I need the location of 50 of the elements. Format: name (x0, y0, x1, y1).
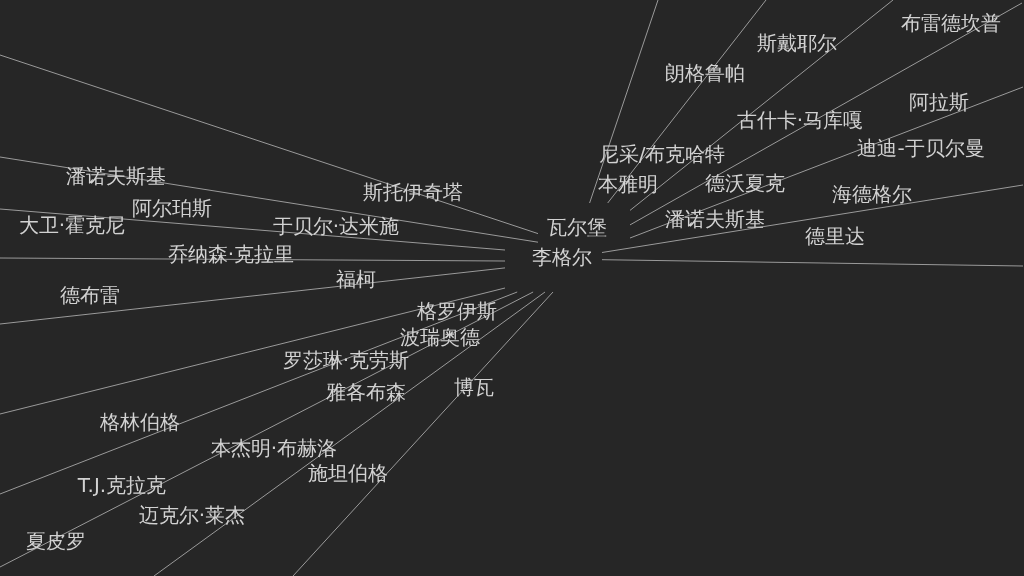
connector-line (0, 54, 539, 235)
connector-line (0, 287, 506, 415)
name-label: 夏皮罗 (26, 529, 86, 553)
name-label: T.J.克拉克 (77, 473, 167, 497)
connector-line (153, 291, 546, 576)
name-label: 罗莎琳·克劳斯 (282, 348, 410, 372)
name-label: 瓦尔堡 (547, 215, 607, 239)
name-label: 斯戴耶尔 (757, 31, 837, 55)
name-label: 波瑞奥德 (400, 325, 480, 349)
name-label: 雅各布森 (326, 380, 406, 404)
name-label: 本杰明·布赫洛 (210, 436, 338, 460)
connector-line (0, 267, 506, 325)
connector-line (629, 2, 1023, 226)
name-label: 布雷德坎普 (901, 11, 1001, 35)
name-label: 迈克尔·莱杰 (138, 503, 246, 527)
name-label: 潘诺夫斯基 (665, 207, 765, 231)
name-label: 海德格尔 (832, 182, 912, 206)
name-label: 尼采/布克哈特 (598, 142, 726, 166)
connector-line (607, 0, 767, 204)
connector-line (601, 184, 1024, 253)
name-label: 于贝尔·达米施 (272, 214, 400, 238)
connector-line (629, 0, 894, 211)
connector-line (0, 291, 534, 568)
connector-line (292, 291, 554, 576)
name-label: 格罗伊斯 (417, 299, 497, 323)
connector-line (0, 291, 518, 495)
name-label: 本雅明 (598, 172, 658, 196)
name-label: 朗格鲁帕 (665, 61, 745, 85)
connector-line (0, 156, 539, 243)
name-label: 施坦伯格 (308, 461, 388, 485)
connector-line (601, 259, 1024, 267)
name-label: 德布雷 (60, 283, 120, 307)
name-label: 博瓦 (454, 375, 494, 399)
name-label: 潘诺夫斯基 (66, 164, 166, 188)
name-label: 迪迪-于贝尔曼 (857, 136, 985, 160)
name-label: 德沃夏克 (705, 171, 785, 195)
name-label: 格林伯格 (100, 410, 180, 434)
name-label: 福柯 (336, 267, 376, 291)
connector-line (589, 0, 659, 204)
name-label: 斯托伊奇塔 (363, 180, 463, 204)
name-label: 乔纳森·克拉里 (167, 242, 295, 266)
connector-line (0, 208, 506, 251)
name-label: 李格尔 (532, 245, 592, 269)
name-label: 大卫·霍克尼 (18, 213, 126, 237)
name-label: 德里达 (805, 224, 865, 248)
name-label: 古什卡·马库嘎 (736, 108, 864, 132)
connector-line (0, 257, 506, 262)
name-label: 阿拉斯 (909, 90, 969, 114)
name-label: 阿尔珀斯 (132, 196, 212, 220)
connector-line (629, 86, 1024, 239)
